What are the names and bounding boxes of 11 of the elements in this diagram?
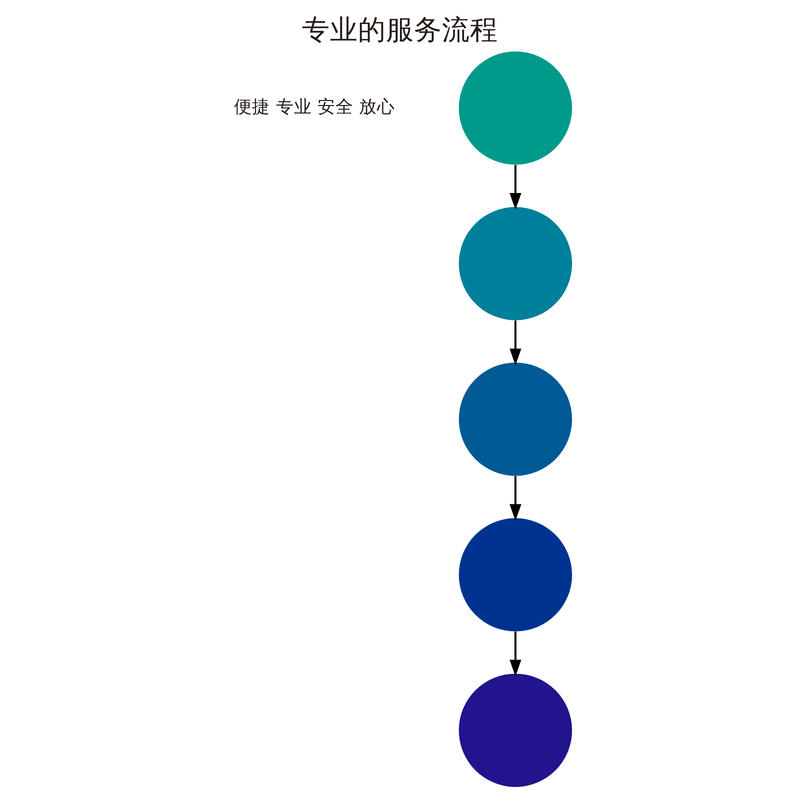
diagram-title: 专业的服务流程 — [302, 14, 498, 46]
arrow — [510, 164, 522, 210]
label: 便捷 专业 安全 放心 — [234, 97, 396, 118]
node-circle — [458, 207, 572, 320]
node-circle — [458, 674, 572, 787]
node-circle — [458, 362, 572, 476]
arrow — [510, 632, 522, 676]
arrow — [510, 476, 522, 521]
node-circle — [458, 518, 572, 632]
node-circle — [458, 51, 572, 165]
arrow — [510, 320, 522, 366]
